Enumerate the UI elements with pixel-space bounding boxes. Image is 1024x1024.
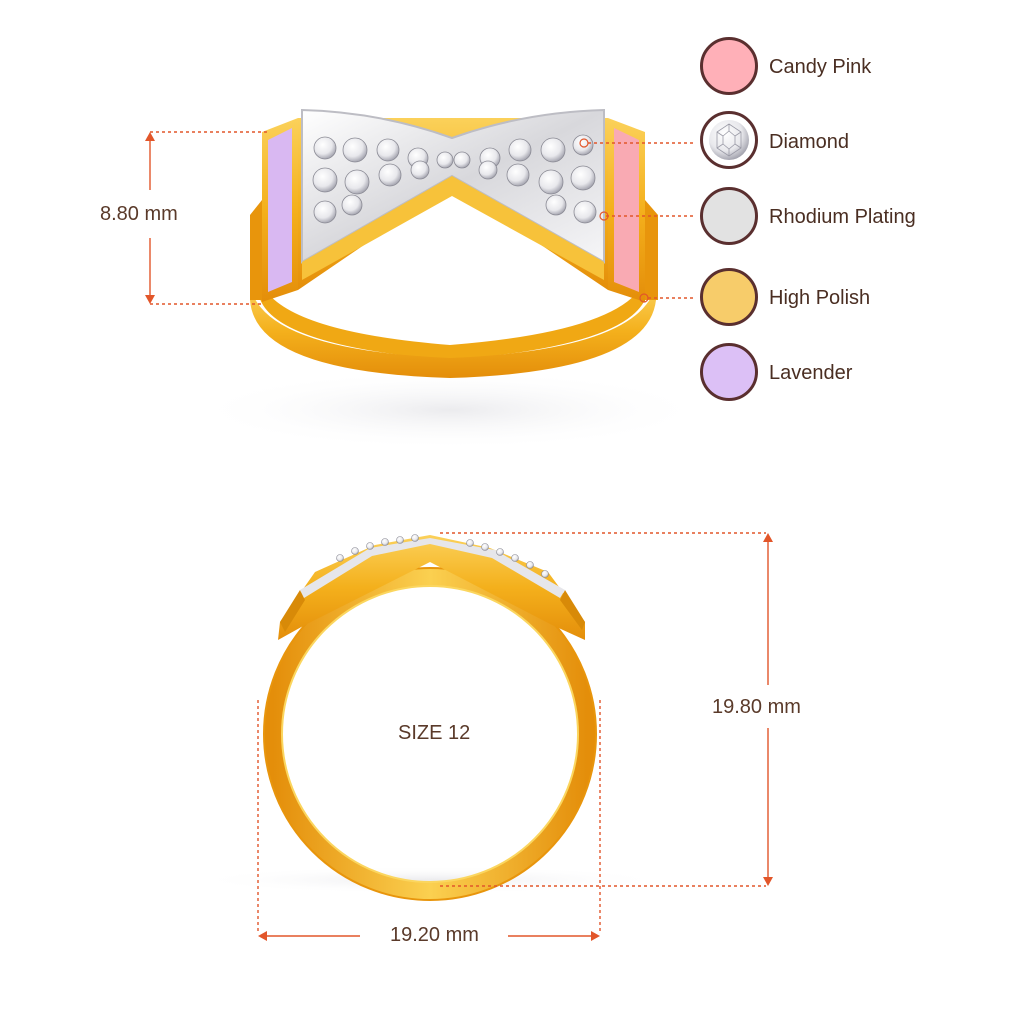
ring-size-label: SIZE 12 [398, 722, 471, 744]
candy-pink-swatch [700, 37, 758, 95]
legend-label-rhodium: Rhodium Plating [769, 206, 916, 228]
ring-side-view [190, 534, 670, 901]
lavender-swatch [700, 343, 758, 401]
ring-front-view [190, 108, 710, 450]
high-polish-swatch [700, 268, 758, 326]
width-label: 19.20 mm [390, 924, 479, 946]
legend-leader-lines [588, 142, 694, 299]
diamond-icon [709, 120, 749, 160]
height-label: 8.80 mm [100, 203, 178, 225]
rhodium-swatch [700, 187, 758, 245]
legend-label-diamond: Diamond [769, 131, 850, 153]
legend-label-candy-pink: Candy Pink [769, 56, 872, 78]
diameter-dimension [440, 532, 769, 887]
side-diamonds [336, 534, 549, 578]
pave-diamonds [312, 134, 597, 224]
width-dimension [257, 700, 601, 937]
diamond-swatch [700, 111, 758, 169]
legend-label-lavender: Lavender [769, 362, 853, 384]
legend-label-high-polish: High Polish [769, 287, 871, 309]
diameter-label: 19.80 mm [712, 696, 801, 718]
height-dimension [149, 131, 268, 305]
